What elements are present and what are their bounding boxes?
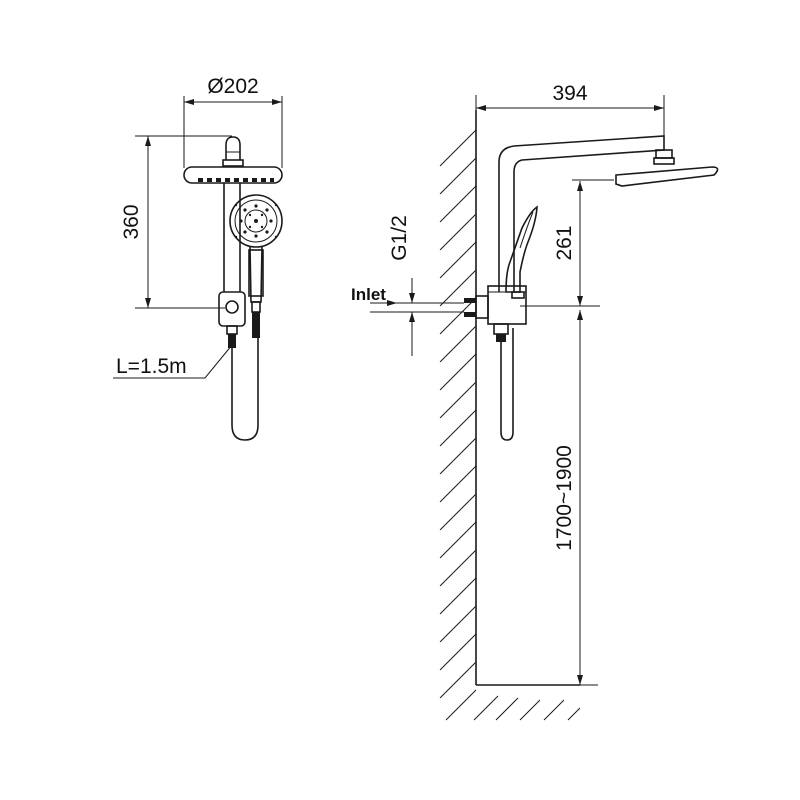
hand-shower-handle <box>249 245 263 303</box>
height-dimension: 360 <box>120 135 232 309</box>
side-overhead-shower-head <box>572 166 719 187</box>
overhead-shower-head <box>183 166 283 184</box>
drop-label: 261 <box>553 225 576 260</box>
install-height-dimension: 1700~1900 <box>553 310 598 686</box>
inlet-label: Inlet <box>351 285 386 304</box>
side-hanging-hose <box>500 328 514 441</box>
wall <box>439 110 581 721</box>
spray-nozzles <box>198 178 274 182</box>
wall-hatching <box>439 129 581 721</box>
arm-length-label: 394 <box>552 82 587 105</box>
height-label: 360 <box>120 204 143 239</box>
thread-label: G1/2 <box>388 215 411 261</box>
hand-shower-head <box>229 194 283 248</box>
hose-length-label: L=1.5m <box>116 355 187 378</box>
riser-pipe <box>223 183 241 292</box>
arm-length-dimension: 394 <box>475 82 665 150</box>
diameter-label: Ø202 <box>207 75 258 98</box>
hanging-hose <box>231 338 259 441</box>
drop-dimension: 261 <box>520 181 600 307</box>
inlet-fitting <box>464 295 489 319</box>
side-view: 394 <box>351 82 719 721</box>
riser-with-top-arm <box>498 135 665 292</box>
hand-hose-connector <box>251 301 261 338</box>
hand-shower-holder <box>248 249 264 297</box>
diverter-body <box>218 291 246 348</box>
front-view: Ø202 360 <box>113 75 283 441</box>
side-diverter <box>487 285 527 342</box>
inlet-lines <box>370 300 464 313</box>
side-hand-shower <box>505 205 538 299</box>
thread-dimension: G1/2 <box>388 215 415 356</box>
diameter-dimension: Ø202 <box>183 75 283 168</box>
hose-length-callout: L=1.5m <box>113 344 233 379</box>
overhead-swivel-nut <box>222 136 244 167</box>
side-swivel-nut <box>653 149 675 165</box>
install-height-label: 1700~1900 <box>553 445 576 551</box>
